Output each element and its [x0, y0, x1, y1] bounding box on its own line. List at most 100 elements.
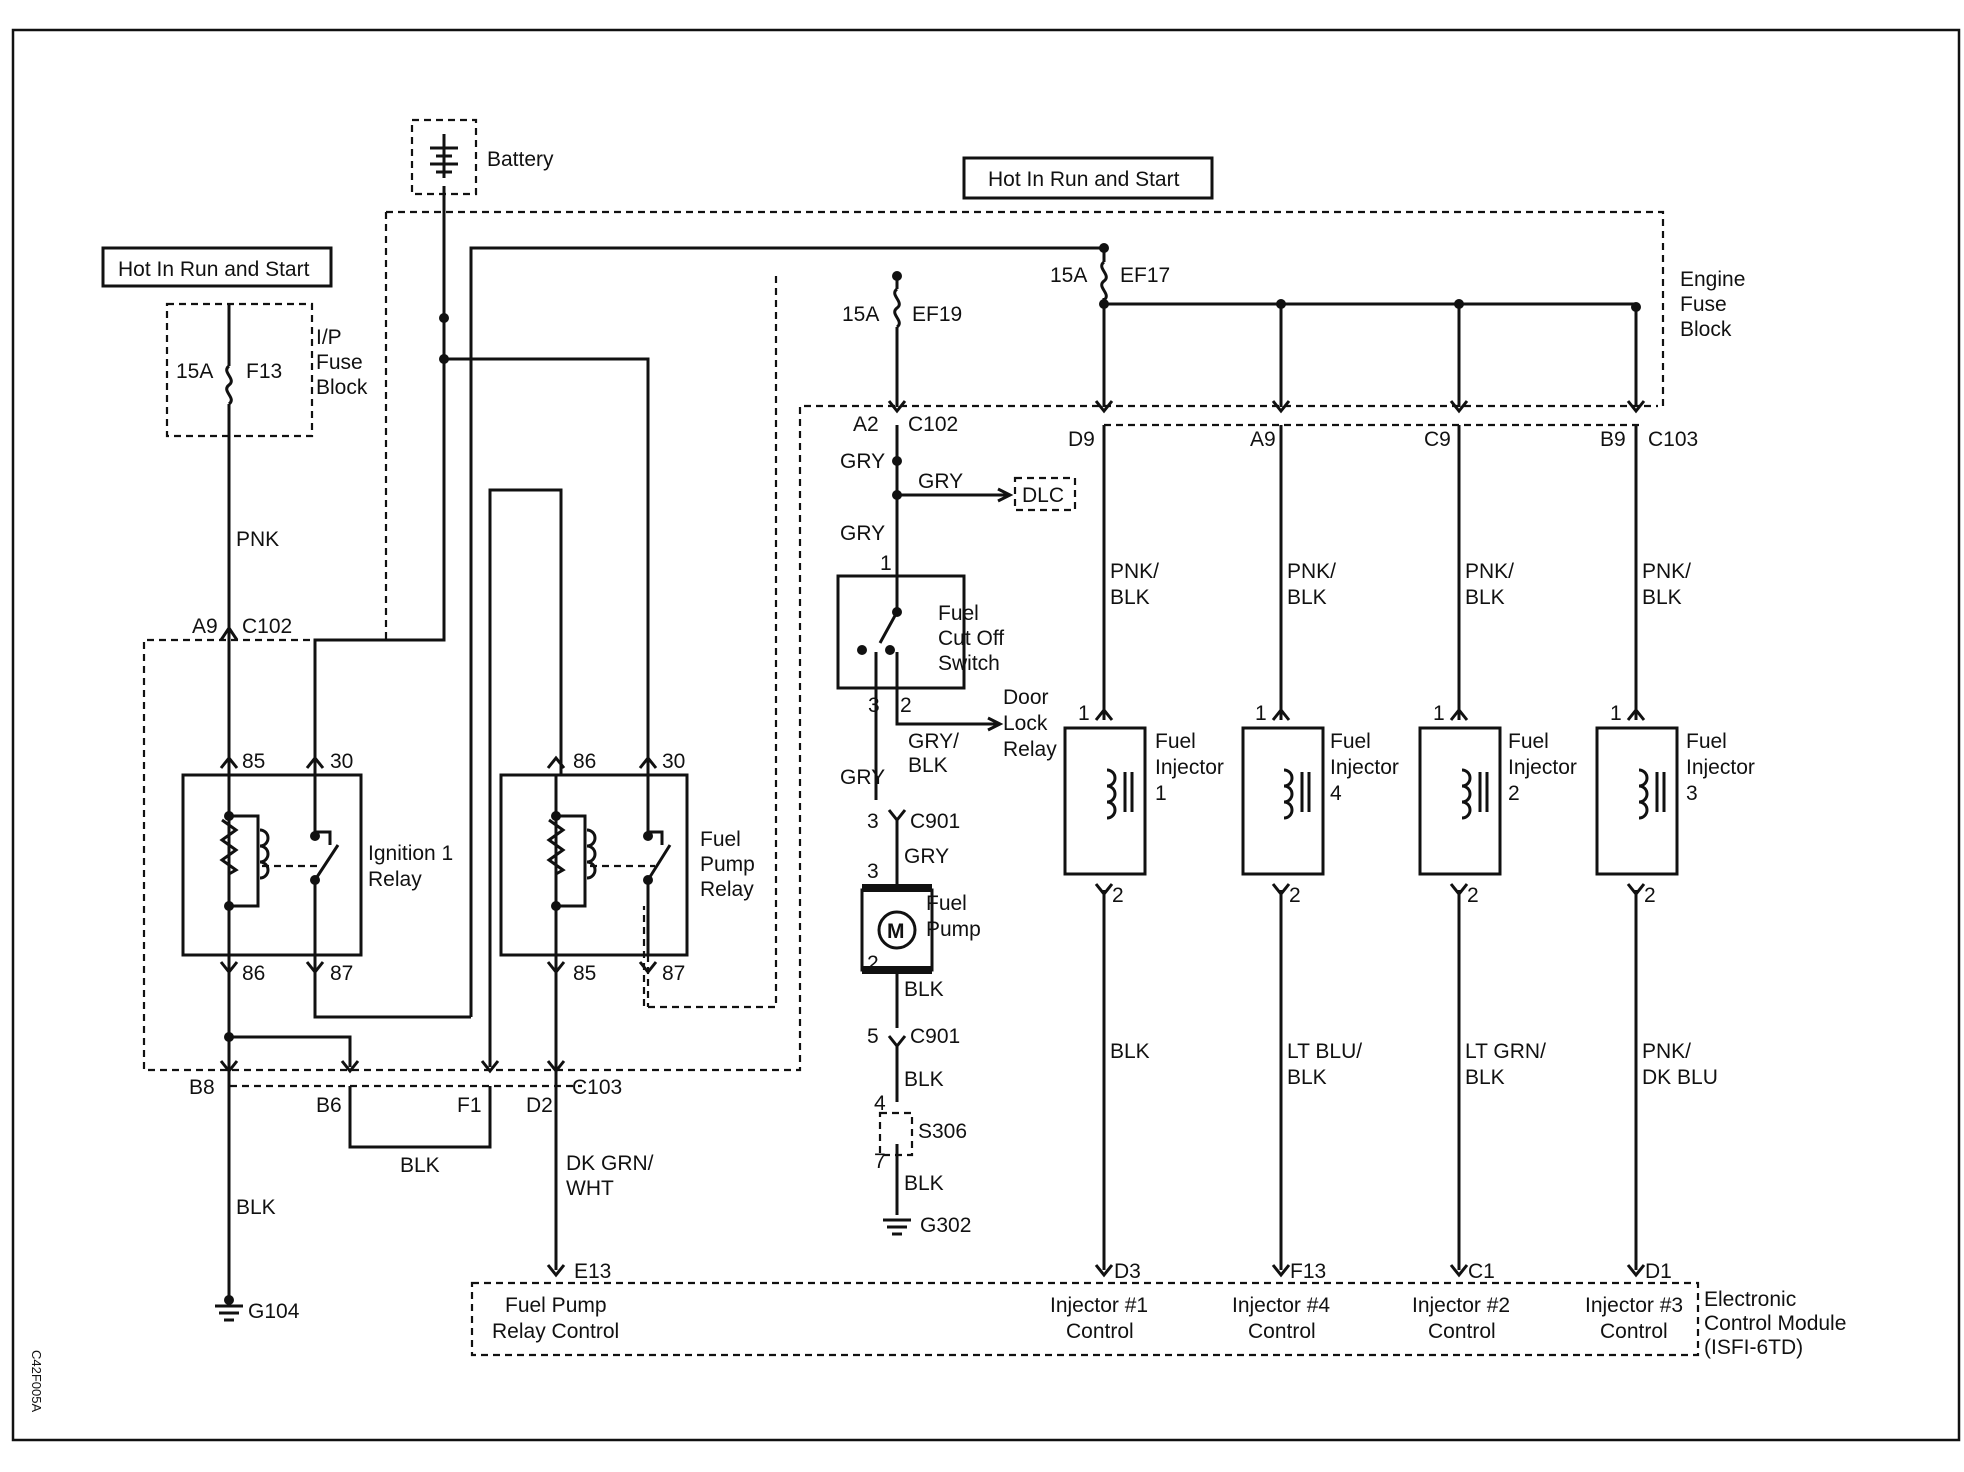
- inj4-pin-1: 1: [1255, 702, 1267, 725]
- inj4-label-3: 4: [1330, 782, 1342, 805]
- fuel-cutoff-line2: Cut Off: [938, 627, 1004, 650]
- wire-dkgrn-line2: WHT: [566, 1177, 614, 1200]
- inj1-label-3: 1: [1155, 782, 1167, 805]
- battery-label: Battery: [487, 148, 554, 171]
- inj3-label-3: 3: [1686, 782, 1698, 805]
- side-code: C42F005A: [29, 1350, 44, 1412]
- inj1-label-2: Injector: [1155, 756, 1224, 779]
- conn-c102-right: C102: [908, 413, 958, 436]
- conn-c102-left: C102: [242, 615, 292, 638]
- inj2-wire-top-2: BLK: [1465, 586, 1505, 609]
- conn-d9: D9: [1068, 428, 1095, 451]
- pin-86-ign: 86: [242, 962, 265, 985]
- pin-85-fpr: 85: [573, 962, 596, 985]
- fuel-pump-line1: Fuel: [926, 892, 967, 915]
- ecm-box: [470, 1281, 1700, 1357]
- ecm-inj1-ctrl-1: Injector #1: [1050, 1294, 1148, 1317]
- conn-d2: D2: [526, 1094, 553, 1117]
- conn-b8: B8: [189, 1076, 215, 1099]
- ecm-fp-ctrl-2: Relay Control: [492, 1320, 619, 1343]
- pump-pin-3: 3: [867, 860, 879, 883]
- switch-pin-1: 1: [880, 552, 892, 575]
- inj4-wire-bottom-2: BLK: [1287, 1066, 1327, 1089]
- wires: [227, 134, 1638, 1300]
- connector-chevrons: [219, 400, 1646, 1278]
- fuse-ef17-amp: 15A: [1050, 264, 1087, 287]
- wire-blk-c901: BLK: [904, 1068, 944, 1091]
- conn-c103-left: C103: [572, 1076, 622, 1099]
- ecm-pin-e13: E13: [574, 1260, 611, 1283]
- door-lock-line2: Lock: [1003, 712, 1048, 735]
- conn-c103-right: C103: [1648, 428, 1698, 451]
- fuel-cutoff-line3: Switch: [938, 652, 1000, 675]
- door-lock-line1: Door: [1003, 686, 1049, 709]
- conn-a9-right: A9: [1250, 428, 1276, 451]
- ecm-label-3: (ISFI-6TD): [1704, 1336, 1803, 1359]
- fuse-f13-amp: 15A: [176, 360, 213, 383]
- inj3-wire-bottom-1: PNK/: [1642, 1040, 1691, 1063]
- c901-pin-3: 3: [867, 810, 879, 833]
- ecm-label-1: Electronic: [1704, 1288, 1796, 1311]
- hot-left-label: Hot In Run and Start: [118, 258, 310, 281]
- wire-gry-dlc: GRY: [918, 470, 963, 493]
- ecm-pin-d1: D1: [1645, 1260, 1672, 1283]
- pin-87-ign: 87: [330, 962, 353, 985]
- conn-b6: B6: [316, 1094, 342, 1117]
- engine-fuse-block-line1: Engine: [1680, 268, 1745, 291]
- pin-87-fpr: 87: [662, 962, 685, 985]
- splice-pin-7: 7: [874, 1150, 886, 1173]
- inj4-wire-top-1: PNK/: [1287, 560, 1336, 583]
- pin-30-ign: 30: [330, 750, 353, 773]
- inj1-wire-top-2: BLK: [1110, 586, 1150, 609]
- ecm-pin-c1: C1: [1468, 1260, 1495, 1283]
- conn-a2: A2: [853, 413, 879, 436]
- inj3-wire-top-2: BLK: [1642, 586, 1682, 609]
- dlc-label: DLC: [1022, 484, 1064, 507]
- inj1-wire-top-1: PNK/: [1110, 560, 1159, 583]
- ecm-label-2: Control Module: [1704, 1312, 1846, 1335]
- inj2-wire-bottom-2: BLK: [1465, 1066, 1505, 1089]
- fuel-pump-relay: [499, 773, 689, 957]
- inj1-pin-1: 1: [1078, 702, 1090, 725]
- fuse-ef19-amp: 15A: [842, 303, 879, 326]
- ground-g104: G104: [248, 1300, 300, 1323]
- inj2-pin-1: 1: [1433, 702, 1445, 725]
- ip-fuse-block-line3: Block: [316, 376, 368, 399]
- fuse-ef17-name: EF17: [1120, 264, 1170, 287]
- inj2-wire-top-1: PNK/: [1465, 560, 1514, 583]
- inj1-wire-bottom: BLK: [1110, 1040, 1150, 1063]
- ground-g302: G302: [920, 1214, 971, 1237]
- wire-blk-g302: BLK: [904, 1172, 944, 1195]
- inj2-label-1: Fuel: [1508, 730, 1549, 753]
- inj4-wire-bottom-1: LT BLU/: [1287, 1040, 1362, 1063]
- inj3-pin-2: 2: [1644, 884, 1656, 907]
- junction-dots: [224, 243, 1641, 1305]
- inj1-pin-2: 2: [1112, 884, 1124, 907]
- wire-blk-g104: BLK: [236, 1196, 276, 1219]
- ecm-inj3-ctrl-1: Injector #3: [1585, 1294, 1683, 1317]
- wire-blk-b6f1: BLK: [400, 1154, 440, 1177]
- inj3-wire-top-1: PNK/: [1642, 560, 1691, 583]
- ip-fuse-block-line2: Fuse: [316, 351, 363, 374]
- ecm-inj3-ctrl-2: Control: [1600, 1320, 1668, 1343]
- wire-gry-2: GRY: [840, 522, 885, 545]
- hot-left-box: [101, 246, 333, 288]
- inj4-wire-top-2: BLK: [1287, 586, 1327, 609]
- conn-c901-lower: C901: [910, 1025, 960, 1048]
- ecm-inj2-ctrl-2: Control: [1428, 1320, 1496, 1343]
- fuse-f13-name: F13: [246, 360, 282, 383]
- fuel-pump-relay-line1: Fuel: [700, 828, 741, 851]
- switch-pin-3: 3: [868, 694, 880, 717]
- inj1-label-1: Fuel: [1155, 730, 1196, 753]
- ecm-inj4-ctrl-1: Injector #4: [1232, 1294, 1330, 1317]
- inj3-label-2: Injector: [1686, 756, 1755, 779]
- conn-b9: B9: [1600, 428, 1626, 451]
- ecm-fp-ctrl-1: Fuel Pump: [505, 1294, 607, 1317]
- pin-86-fpr: 86: [573, 750, 596, 773]
- inj3-label-1: Fuel: [1686, 730, 1727, 753]
- battery-symbol: [430, 146, 458, 174]
- wire-dkgrn-line1: DK GRN/: [566, 1152, 654, 1175]
- wire-blk-pump: BLK: [904, 978, 944, 1001]
- inj4-pin-2: 2: [1289, 884, 1301, 907]
- pin-85-ign: 85: [242, 750, 265, 773]
